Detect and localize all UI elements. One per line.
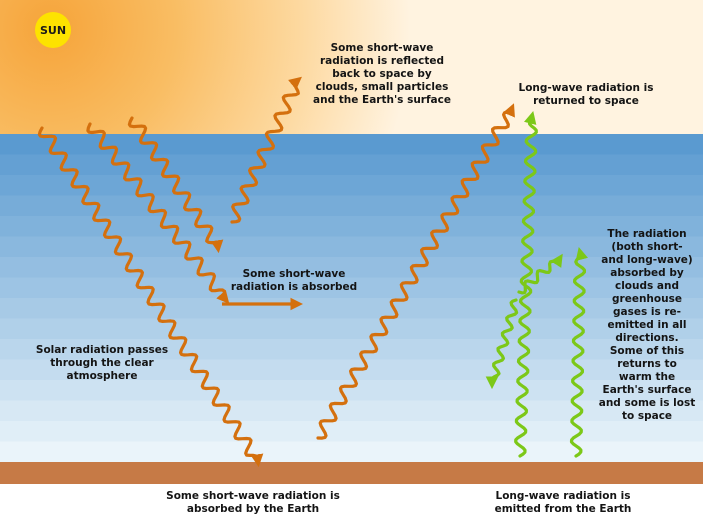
longwave-emitted-label: Long-wave radiation is emitted from the … [478,490,648,516]
atmosphere-band [0,134,703,155]
atmosphere-band [0,175,703,196]
longwave-returned-label: Long-wave radiation is returned to space [512,82,660,108]
atmosphere-band [0,155,703,176]
atmosphere-band [0,196,703,217]
earth-surface [0,462,703,484]
sun-label: SUN [36,24,70,37]
solar-passes-label: Solar radiation passes through the clear… [12,344,192,383]
reemitted-label: The radiation (both short- and long-wave… [594,228,700,423]
atmosphere-band [0,421,703,442]
absorbed-earth-label: Some short-wave radiation is absorbed by… [136,490,370,516]
absorbed-atmosphere-label: Some short-wave radiation is absorbed [230,268,358,294]
reflected-label: Some short-wave radiation is reflected b… [296,42,468,107]
atmosphere-band [0,442,703,463]
